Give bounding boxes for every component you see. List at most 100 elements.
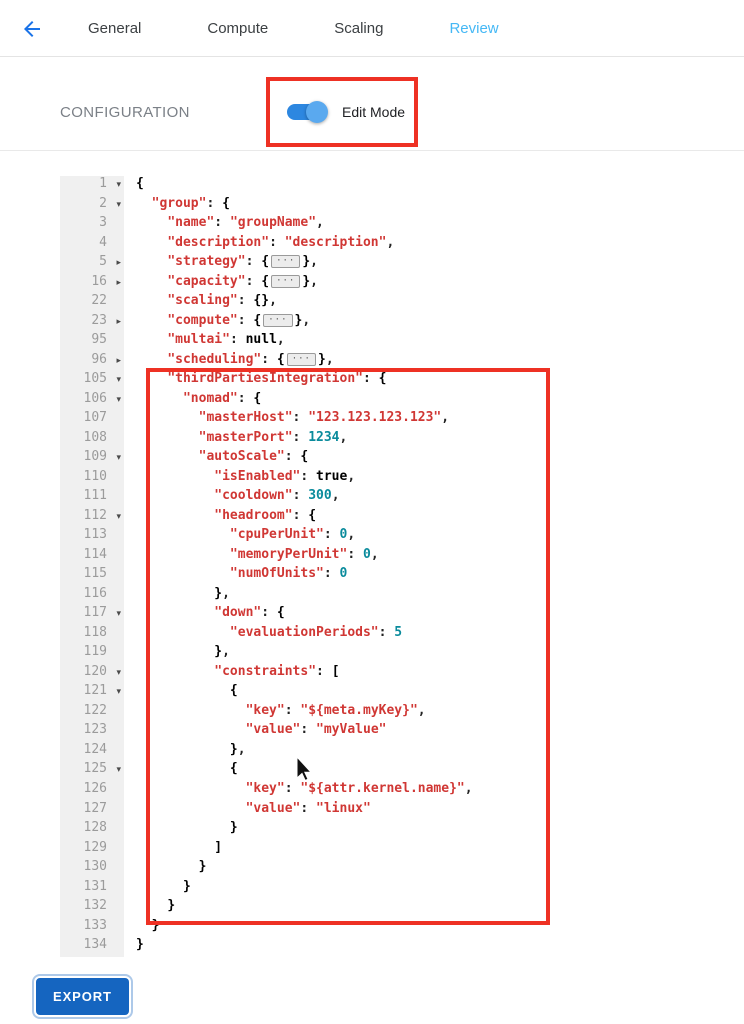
tab-review[interactable]: Review (449, 19, 499, 37)
code-line[interactable]: "down": { (214, 605, 285, 621)
code-line[interactable]: } (229, 820, 238, 836)
code-line[interactable]: "name": "groupName", (167, 215, 324, 231)
gutter-line-number[interactable]: 108 (83, 429, 107, 445)
code-line[interactable]: "evaluationPeriods": 5 (229, 624, 403, 640)
fold-open-icon[interactable]: ▾ (116, 453, 121, 464)
export-button[interactable]: EXPORT (36, 978, 129, 1015)
back-button[interactable] (18, 15, 46, 43)
code-line[interactable]: "numOfUnits": 0 (229, 566, 348, 582)
code-line[interactable]: "description": "description", (167, 234, 395, 250)
gutter-line-number[interactable]: 119 (83, 644, 107, 660)
code-line[interactable]: "key": "${meta.myKey}", (245, 702, 426, 718)
gutter-line-number[interactable]: 121▾ (60, 683, 124, 703)
gutter-line-number[interactable]: 131 (83, 878, 107, 894)
fold-open-icon[interactable]: ▾ (116, 375, 121, 386)
code-line[interactable]: "thirdPartiesIntegration": { (167, 371, 387, 387)
gutter-line-number[interactable]: 5▸ (60, 254, 124, 274)
fold-open-icon[interactable]: ▾ (116, 765, 121, 776)
code-line[interactable]: "masterPort": 1234, (198, 429, 348, 445)
gutter-line-number[interactable]: 124 (83, 741, 107, 757)
gutter-line-number[interactable]: 105▾ (60, 371, 124, 391)
code-line[interactable]: } (198, 859, 207, 875)
tab-general[interactable]: General (88, 19, 142, 37)
gutter-line-number[interactable]: 116 (83, 585, 107, 601)
code-line[interactable]: "strategy": {···}, (167, 254, 318, 270)
code-line[interactable]: } (151, 917, 160, 933)
code-line[interactable]: "capacity": {···}, (167, 273, 318, 289)
gutter-line-number[interactable]: 127 (83, 800, 107, 816)
code-line[interactable]: "cpuPerUnit": 0, (229, 527, 356, 543)
code-line[interactable]: } (167, 898, 176, 914)
gutter-line-number[interactable]: 113 (83, 527, 107, 543)
code-line[interactable]: }, (214, 585, 230, 601)
code-line[interactable]: { (136, 176, 144, 191)
gutter-line-number[interactable]: 111 (83, 488, 107, 504)
code-line[interactable]: "value": "myValue" (245, 722, 387, 738)
fold-open-icon[interactable]: ▾ (116, 511, 121, 522)
gutter-line-number[interactable]: 2▾ (60, 196, 124, 216)
gutter-line-number[interactable]: 22 (91, 293, 107, 309)
code-line[interactable]: "cooldown": 300, (214, 488, 340, 504)
edit-mode-toggle[interactable] (286, 101, 328, 123)
gutter-line-number[interactable]: 118 (83, 624, 107, 640)
fold-open-icon[interactable]: ▾ (116, 199, 121, 210)
gutter-line-number[interactable]: 133 (83, 917, 107, 933)
code-line[interactable]: "value": "linux" (245, 800, 371, 816)
code-line[interactable]: ] (214, 839, 223, 855)
gutter-line-number[interactable]: 114 (83, 546, 107, 562)
fold-closed-icon[interactable]: ▸ (116, 277, 121, 288)
gutter-line-number[interactable]: 109▾ (60, 449, 124, 469)
code-line[interactable]: "group": { (151, 195, 230, 211)
gutter-line-number[interactable]: 122 (83, 702, 107, 718)
code-line[interactable]: "headroom": { (214, 507, 317, 523)
code-line[interactable]: { (229, 761, 238, 777)
gutter-line-number[interactable]: 125▾ (60, 761, 124, 781)
gutter-line-number[interactable]: 129 (83, 839, 107, 855)
code-line[interactable]: } (182, 878, 191, 894)
code-line[interactable]: "scheduling": {···}, (167, 351, 334, 367)
gutter-line-number[interactable]: 123 (83, 722, 107, 738)
tab-scaling[interactable]: Scaling (334, 19, 384, 37)
gutter-line-number[interactable]: 1▾ (60, 176, 124, 196)
code-line[interactable]: { (229, 683, 238, 699)
gutter-line-number[interactable]: 16▸ (60, 274, 124, 294)
code-line[interactable]: "masterHost": "123.123.123.123", (198, 410, 450, 426)
gutter-line-number[interactable]: 132 (83, 898, 107, 914)
gutter-line-number[interactable]: 134 (83, 937, 107, 953)
code-line[interactable]: "isEnabled": true, (214, 468, 356, 484)
fold-closed-icon[interactable]: ▸ (116, 355, 121, 366)
gutter-line-number[interactable]: 95 (91, 332, 107, 348)
fold-closed-icon[interactable]: ▸ (116, 316, 121, 327)
fold-open-icon[interactable]: ▾ (116, 180, 121, 190)
code-line[interactable]: }, (214, 644, 230, 660)
gutter-line-number[interactable]: 4 (99, 234, 107, 250)
gutter-line-number[interactable]: 130 (83, 859, 107, 875)
fold-open-icon[interactable]: ▾ (116, 687, 121, 698)
code-line[interactable]: "memoryPerUnit": 0, (229, 546, 379, 562)
code-line[interactable]: "multai": null, (167, 332, 285, 348)
code-line[interactable]: "constraints": [ (214, 663, 340, 679)
code-line[interactable]: "compute": {···}, (167, 312, 311, 328)
code-line[interactable]: } (136, 937, 144, 953)
gutter-line-number[interactable]: 128 (83, 820, 107, 836)
code-line[interactable]: "nomad": { (182, 390, 262, 406)
fold-open-icon[interactable]: ▾ (116, 394, 121, 405)
gutter-line-number[interactable]: 3 (99, 215, 107, 231)
fold-open-icon[interactable]: ▾ (116, 667, 121, 678)
gutter-line-number[interactable]: 96▸ (60, 352, 124, 372)
gutter-line-number[interactable]: 126 (83, 780, 107, 796)
gutter-line-number[interactable]: 106▾ (60, 391, 124, 411)
code-line[interactable]: "autoScale": { (198, 449, 309, 465)
gutter-line-number[interactable]: 107 (83, 410, 107, 426)
gutter-line-number[interactable]: 120▾ (60, 664, 124, 684)
gutter-line-number[interactable]: 23▸ (60, 313, 124, 333)
code-line[interactable]: "scaling": {}, (167, 293, 277, 309)
gutter-line-number[interactable]: 112▾ (60, 508, 124, 528)
code-line[interactable]: }, (229, 741, 246, 757)
fold-open-icon[interactable]: ▾ (116, 609, 121, 620)
tab-compute[interactable]: Compute (207, 19, 269, 37)
gutter-line-number[interactable]: 110 (83, 468, 107, 484)
gutter-line-number[interactable]: 117▾ (60, 605, 124, 625)
fold-closed-icon[interactable]: ▸ (116, 258, 121, 269)
code-line[interactable]: "key": "${attr.kernel.name}", (245, 780, 473, 796)
